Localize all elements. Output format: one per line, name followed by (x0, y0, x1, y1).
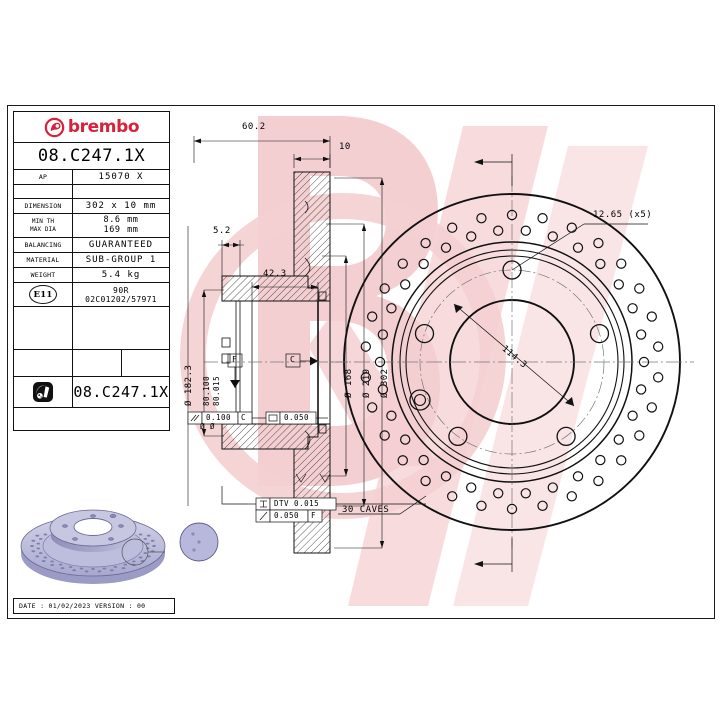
blank-label-1 (14, 185, 73, 198)
date-version-text: DATE : 01/02/2023 VERSION : 00 (19, 602, 146, 610)
info-table: brembo 08.C247.1X AP 15070 X DIMENSION 3… (13, 111, 170, 432)
table-row-logo: brembo (14, 112, 169, 143)
table-row-blank-2 (14, 307, 169, 351)
part-number-main: 08.C247.1X (37, 146, 146, 166)
table-row-blank-1 (14, 185, 169, 199)
e11-badge-label: E11 (29, 285, 57, 305)
row-label-ap: AP (14, 170, 73, 184)
row-label-material: MATERIAL (14, 253, 73, 268)
blank-bottom (14, 408, 169, 430)
blank-split-3 (73, 350, 170, 377)
detail-circle-image (179, 522, 219, 562)
brembo-mark-icon (44, 117, 65, 137)
value-min-th: 8.6 (103, 215, 121, 225)
blank-label-2 (14, 307, 73, 350)
brake-disc-glyph (33, 383, 53, 402)
unit-max-dia: mm (127, 224, 139, 235)
row-value-weight: 5.4 kg (101, 270, 141, 281)
part-number-bottom-cell: 08.C247.1X (73, 377, 169, 407)
row-value-homologation: 90R 02C01202/57971 (73, 283, 169, 306)
homologation-line-2: 02C01202/57971 (85, 294, 157, 304)
table-row-blank-4 (14, 408, 169, 430)
table-row-part-number: 08.C247.1X (14, 143, 169, 170)
blank-split-3a (73, 350, 122, 377)
unit-min-th: mm (127, 215, 139, 225)
brembo-logo-icon: brembo (14, 117, 169, 138)
row-value-min-th-max-dia: 8.6 mm 169 mm (73, 214, 169, 237)
table-row-min-th-max-dia: MIN TH MAX DIA 8.6 mm 169 mm (14, 214, 169, 239)
disc-3d-render (13, 494, 168, 594)
detail-view-callout (178, 521, 220, 567)
table-row-balancing: BALANCING GUARANTEED (14, 238, 169, 254)
blank-value-1 (73, 185, 169, 198)
row-label-dimension: DIMENSION (14, 199, 73, 213)
brake-disc-icon (33, 382, 53, 403)
disc-icon-cell (14, 377, 73, 408)
table-row-weight: WEIGHT 5.4 kg (14, 268, 169, 284)
drawing-frame: 60.2 10 5.2 42.3 Ø 182.3 80.100 80.015 Ø… (7, 105, 715, 619)
brembo-wordmark: brembo (67, 117, 140, 137)
row-value-dimension: 302 x 10 mm (85, 201, 157, 211)
e11-approval-icon: E11 (14, 283, 73, 307)
row-label-max-dia: MAX DIA (30, 225, 56, 233)
date-version-bar: DATE : 01/02/2023 VERSION : 00 (13, 598, 175, 614)
homologation-line-1: 90R (113, 285, 129, 295)
row-label-balancing: BALANCING (14, 238, 73, 253)
blank-label-3 (14, 350, 73, 377)
blank-split-3b (122, 350, 170, 376)
row-label-weight: WEIGHT (14, 268, 73, 283)
part-number-bottom: 08.C247.1X (73, 383, 169, 402)
table-row-material: MATERIAL SUB-GROUP 1 (14, 253, 169, 269)
table-row-dimension: DIMENSION 302 x 10 mm (14, 199, 169, 214)
row-value-material: SUB-GROUP 1 (85, 255, 157, 266)
value-max-dia: 169 (103, 224, 121, 235)
disc-3d-image (20, 509, 166, 584)
row-value-ap: 15070 X (98, 172, 144, 182)
table-row-blank-3 (14, 350, 170, 378)
row-label-min-th-max-dia: MIN TH MAX DIA (14, 214, 73, 238)
table-row-disc-icon: 08.C247.1X (14, 377, 169, 409)
row-label-min-th: MIN TH (31, 218, 55, 226)
row-value-balancing: GUARANTEED (88, 240, 154, 251)
blank-value-2 (73, 307, 169, 349)
table-row-homologation: E11 90R 02C01202/57971 (14, 283, 169, 308)
table-row-ap: AP 15070 X (14, 170, 169, 185)
